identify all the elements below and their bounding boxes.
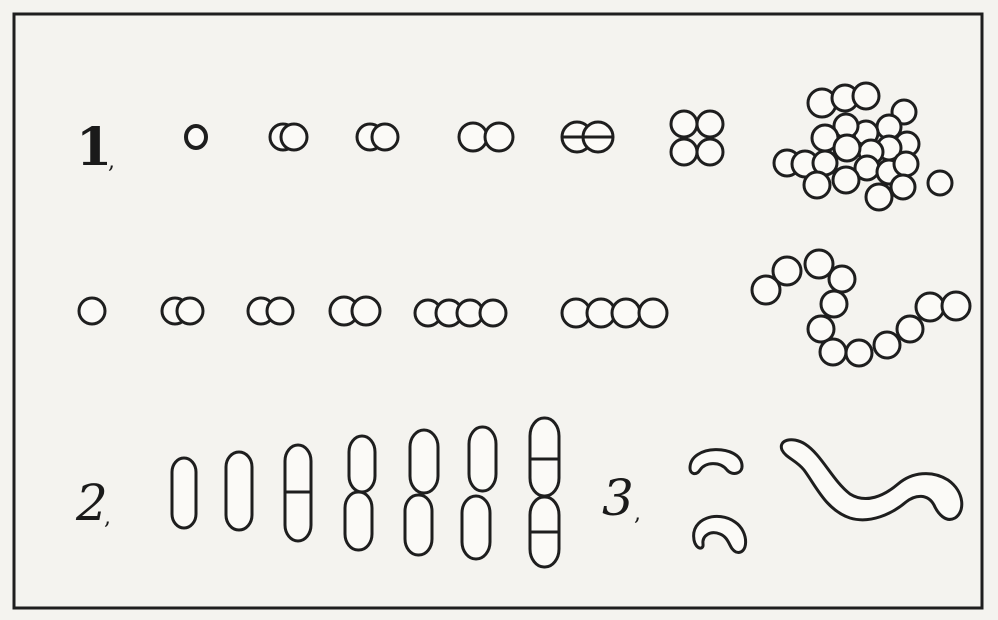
label-3: 3 (602, 469, 634, 527)
row3-rod-7-divided (530, 418, 559, 567)
row3-curved-rod-upper (690, 450, 742, 474)
row2-streptococcus-chain (752, 250, 970, 366)
row3-curved-rod-lower (694, 516, 746, 552)
row1-coccus-dividing-a (270, 124, 307, 150)
row1-diplococcus (459, 123, 513, 151)
row2-diplococcus-a (248, 298, 293, 324)
row3-rod-5 (405, 430, 438, 555)
row3-rod-1 (172, 458, 196, 528)
label-1-dot: , (108, 149, 115, 174)
row2-coccus-single (79, 298, 105, 324)
row1-tetrad (671, 111, 723, 165)
row2-chain-four-b (562, 299, 667, 327)
label-3-dot: , (634, 501, 641, 526)
label-2-dot: , (104, 505, 111, 530)
row3-rod-3 (285, 445, 311, 541)
label-2: 2 (75, 474, 108, 532)
row3-rod-4 (345, 436, 375, 550)
row1-coccus-single (186, 126, 206, 148)
row3-rod-2 (226, 452, 252, 530)
row2-diplococcus-b (330, 297, 380, 325)
row3-spirillum (781, 440, 961, 520)
row2-coccus-dividing (162, 298, 203, 324)
label-1: 1 (76, 117, 112, 178)
row1-coccus-dividing-b (357, 124, 398, 150)
row2-chain-four-a (415, 300, 506, 326)
row3-rod-6 (462, 427, 496, 559)
row1-staphylococcus-cluster (774, 83, 952, 210)
row1-diplococcus-divided (562, 122, 613, 152)
